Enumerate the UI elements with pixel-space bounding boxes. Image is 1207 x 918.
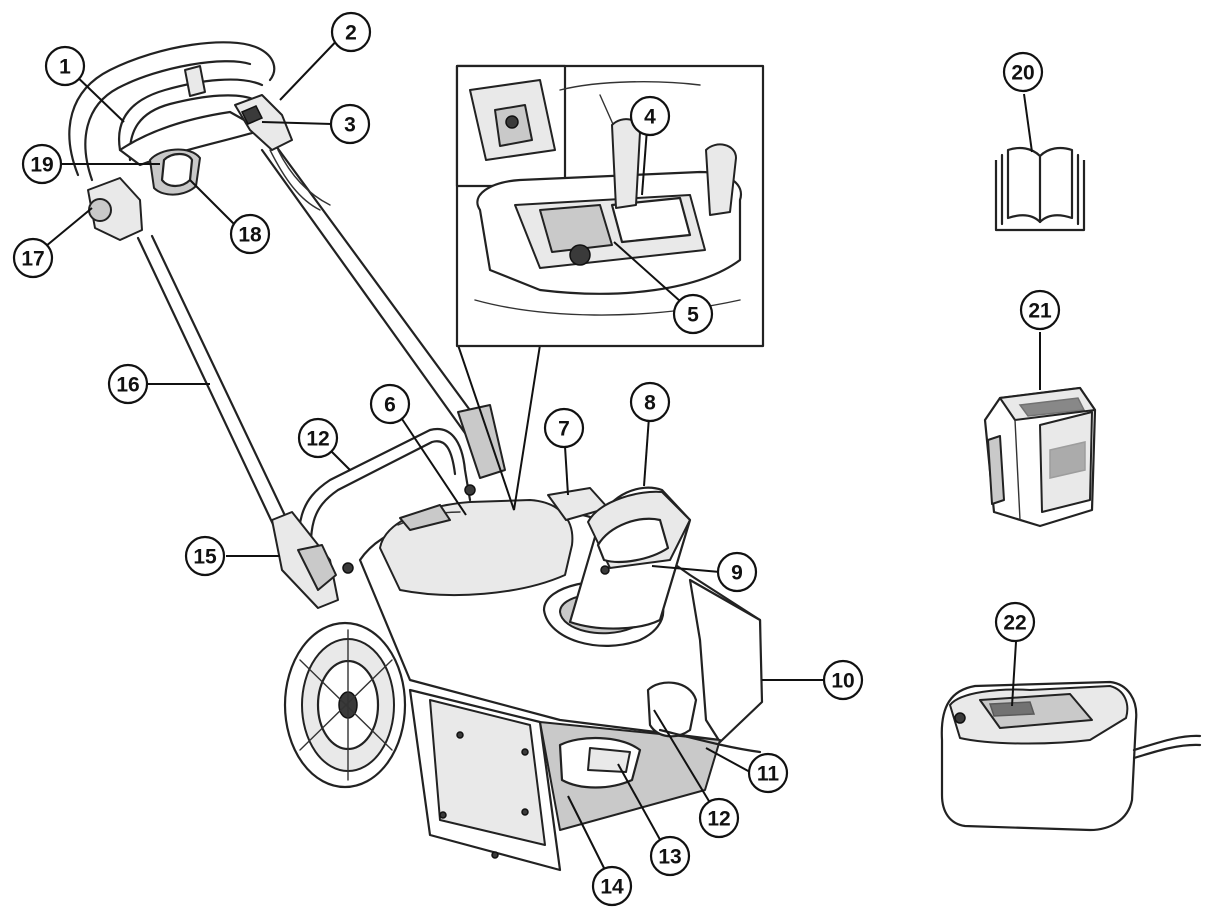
callout-number: 3 — [344, 114, 356, 137]
callout-circle — [649, 835, 691, 877]
callout-circle — [21, 143, 63, 185]
callout-17: 17 — [12, 237, 54, 279]
callout-circle — [229, 213, 271, 255]
callout-circle — [822, 659, 864, 701]
callout-number: 20 — [1011, 62, 1034, 85]
callout-18: 18 — [229, 213, 271, 255]
machine-housing — [358, 487, 764, 872]
callout-circle — [698, 797, 740, 839]
callout-number: 12 — [707, 808, 730, 831]
rear-wheel — [283, 621, 407, 789]
callout-13: 13 — [649, 835, 691, 877]
callout-circle — [543, 407, 585, 449]
callout-circle — [297, 417, 339, 459]
battery-charger-icon — [940, 680, 1202, 832]
callout-number: 4 — [644, 106, 656, 129]
callout-number: 7 — [558, 418, 570, 441]
callout-circle — [629, 95, 671, 137]
callout-number: 14 — [600, 876, 624, 899]
callout-circle — [44, 45, 86, 87]
callout-number: 21 — [1028, 300, 1052, 323]
callout-circle — [747, 752, 789, 794]
callout-circle — [591, 865, 633, 907]
callout-number: 12 — [306, 428, 329, 451]
callout-circle — [672, 293, 714, 335]
callout-circle — [12, 237, 54, 279]
callout-2: 2 — [330, 11, 372, 53]
callout-22: 22 — [994, 601, 1036, 643]
callout-circle — [330, 11, 372, 53]
callout-number: 1 — [59, 56, 71, 79]
callout-4: 4 — [629, 95, 671, 137]
callout-number: 19 — [30, 154, 53, 177]
callout-number: 17 — [21, 248, 44, 271]
callout-number: 8 — [644, 392, 656, 415]
callout-5: 5 — [672, 293, 714, 335]
callout-number: 15 — [193, 546, 217, 569]
callout-14: 14 — [591, 865, 633, 907]
callout-20: 20 — [1002, 51, 1044, 93]
callout-number: 9 — [731, 562, 743, 585]
callout-number: 18 — [238, 224, 262, 247]
callout-circle — [716, 551, 758, 593]
callout-number: 16 — [116, 374, 139, 397]
callout-circle — [107, 363, 149, 405]
callout-16: 16 — [107, 363, 149, 405]
callout-19: 19 — [21, 143, 63, 185]
callout-3: 3 — [329, 103, 371, 145]
callout-11: 11 — [747, 752, 789, 794]
callout-circle — [184, 535, 226, 577]
callout-number: 11 — [757, 763, 780, 786]
callout-number: 22 — [1003, 612, 1026, 635]
callout-9: 9 — [716, 551, 758, 593]
callout-number: 6 — [384, 394, 396, 417]
callout-number: 5 — [687, 304, 699, 327]
callout-number: 10 — [831, 670, 854, 693]
battery-pack-icon — [983, 386, 1097, 528]
callout-1: 1 — [44, 45, 86, 87]
callout-number: 2 — [345, 22, 357, 45]
open-book-icon — [994, 146, 1086, 232]
discharge-chute — [568, 486, 692, 630]
callout-number: 13 — [658, 846, 681, 869]
handle-bar — [68, 41, 276, 182]
callout-8: 8 — [629, 381, 671, 423]
callout-7: 7 — [543, 407, 585, 449]
callout-circle — [1002, 51, 1044, 93]
callout-21: 21 — [1019, 289, 1061, 331]
callout-12: 12 — [698, 797, 740, 839]
callout-12: 12 — [297, 417, 339, 459]
battery-compartment-inset — [455, 64, 765, 511]
callout-circle — [329, 103, 371, 145]
callout-circle — [369, 383, 411, 425]
callout-6: 6 — [369, 383, 411, 425]
callout-10: 10 — [822, 659, 864, 701]
snow-thrower-illustration — [68, 41, 764, 872]
callout-circle — [1019, 289, 1061, 331]
callout-15: 15 — [184, 535, 226, 577]
callout-circle — [629, 381, 671, 423]
callout-circle — [994, 601, 1036, 643]
